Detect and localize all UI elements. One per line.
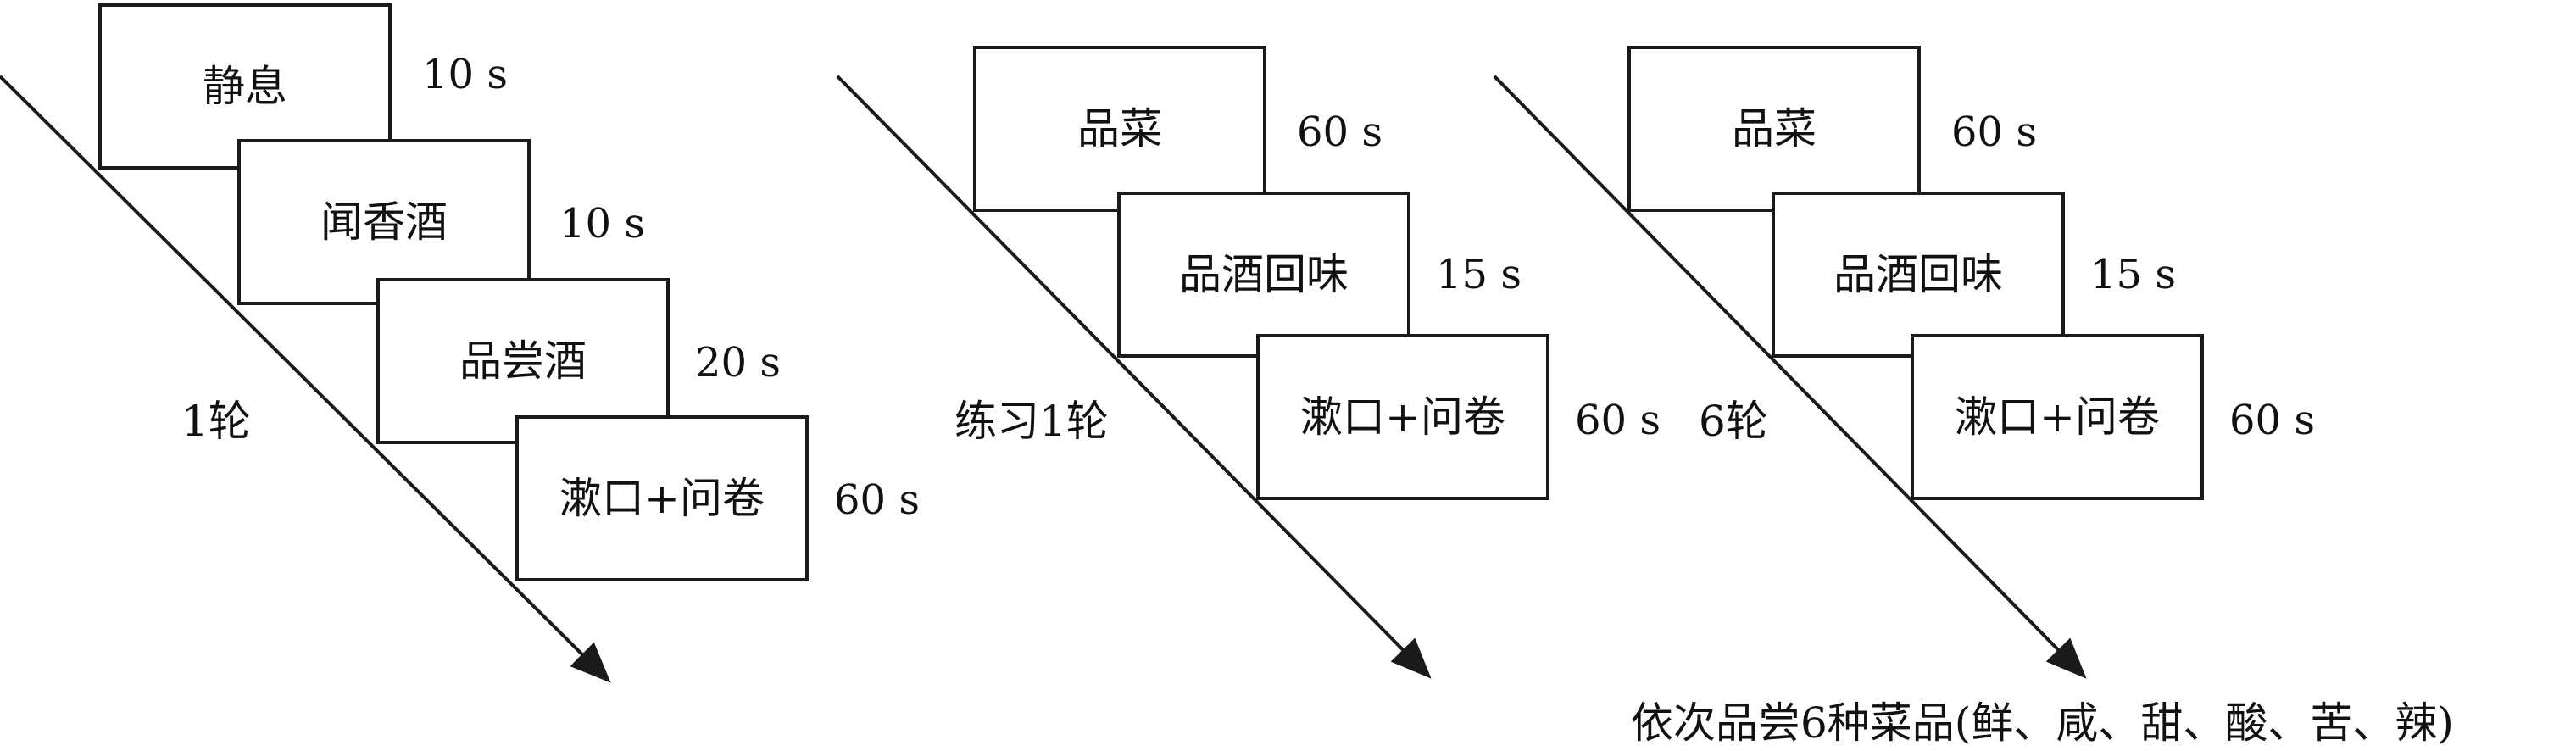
step-duration: 15 s <box>2090 251 2176 298</box>
step-duration: 60 s <box>1297 108 1383 156</box>
step-duration: 60 s <box>1951 108 2037 156</box>
step-box: 品菜 <box>973 46 1266 212</box>
step-duration: 60 s <box>2229 397 2315 444</box>
round-label: 6轮 <box>1699 397 1768 446</box>
step-box: 品酒回味 <box>1772 192 2065 358</box>
step-duration: 15 s <box>1436 251 1522 298</box>
step-box: 漱口+问卷 <box>1911 334 2204 500</box>
step-duration: 60 s <box>834 476 920 524</box>
timeline-arrow-3 <box>1493 75 2087 679</box>
bottom-caption: 依次品尝6种菜品(鲜、咸、甜、酸、苦、辣) <box>1631 698 2454 748</box>
step-duration: 10 s <box>422 51 508 98</box>
step-box: 品酒回味 <box>1117 192 1410 358</box>
timeline-arrow-1 <box>0 75 611 683</box>
round-label: 练习1轮 <box>954 397 1109 446</box>
step-duration: 10 s <box>559 200 645 248</box>
step-box: 漱口+问卷 <box>1256 334 1549 500</box>
timeline-arrow-2 <box>836 75 1432 679</box>
step-box: 品菜 <box>1627 46 1921 212</box>
round-label: 1轮 <box>181 397 251 446</box>
step-duration: 20 s <box>695 339 781 387</box>
step-box: 漱口+问卷 <box>515 415 809 581</box>
step-box: 闻香酒 <box>237 139 531 305</box>
step-duration: 60 s <box>1575 397 1661 444</box>
